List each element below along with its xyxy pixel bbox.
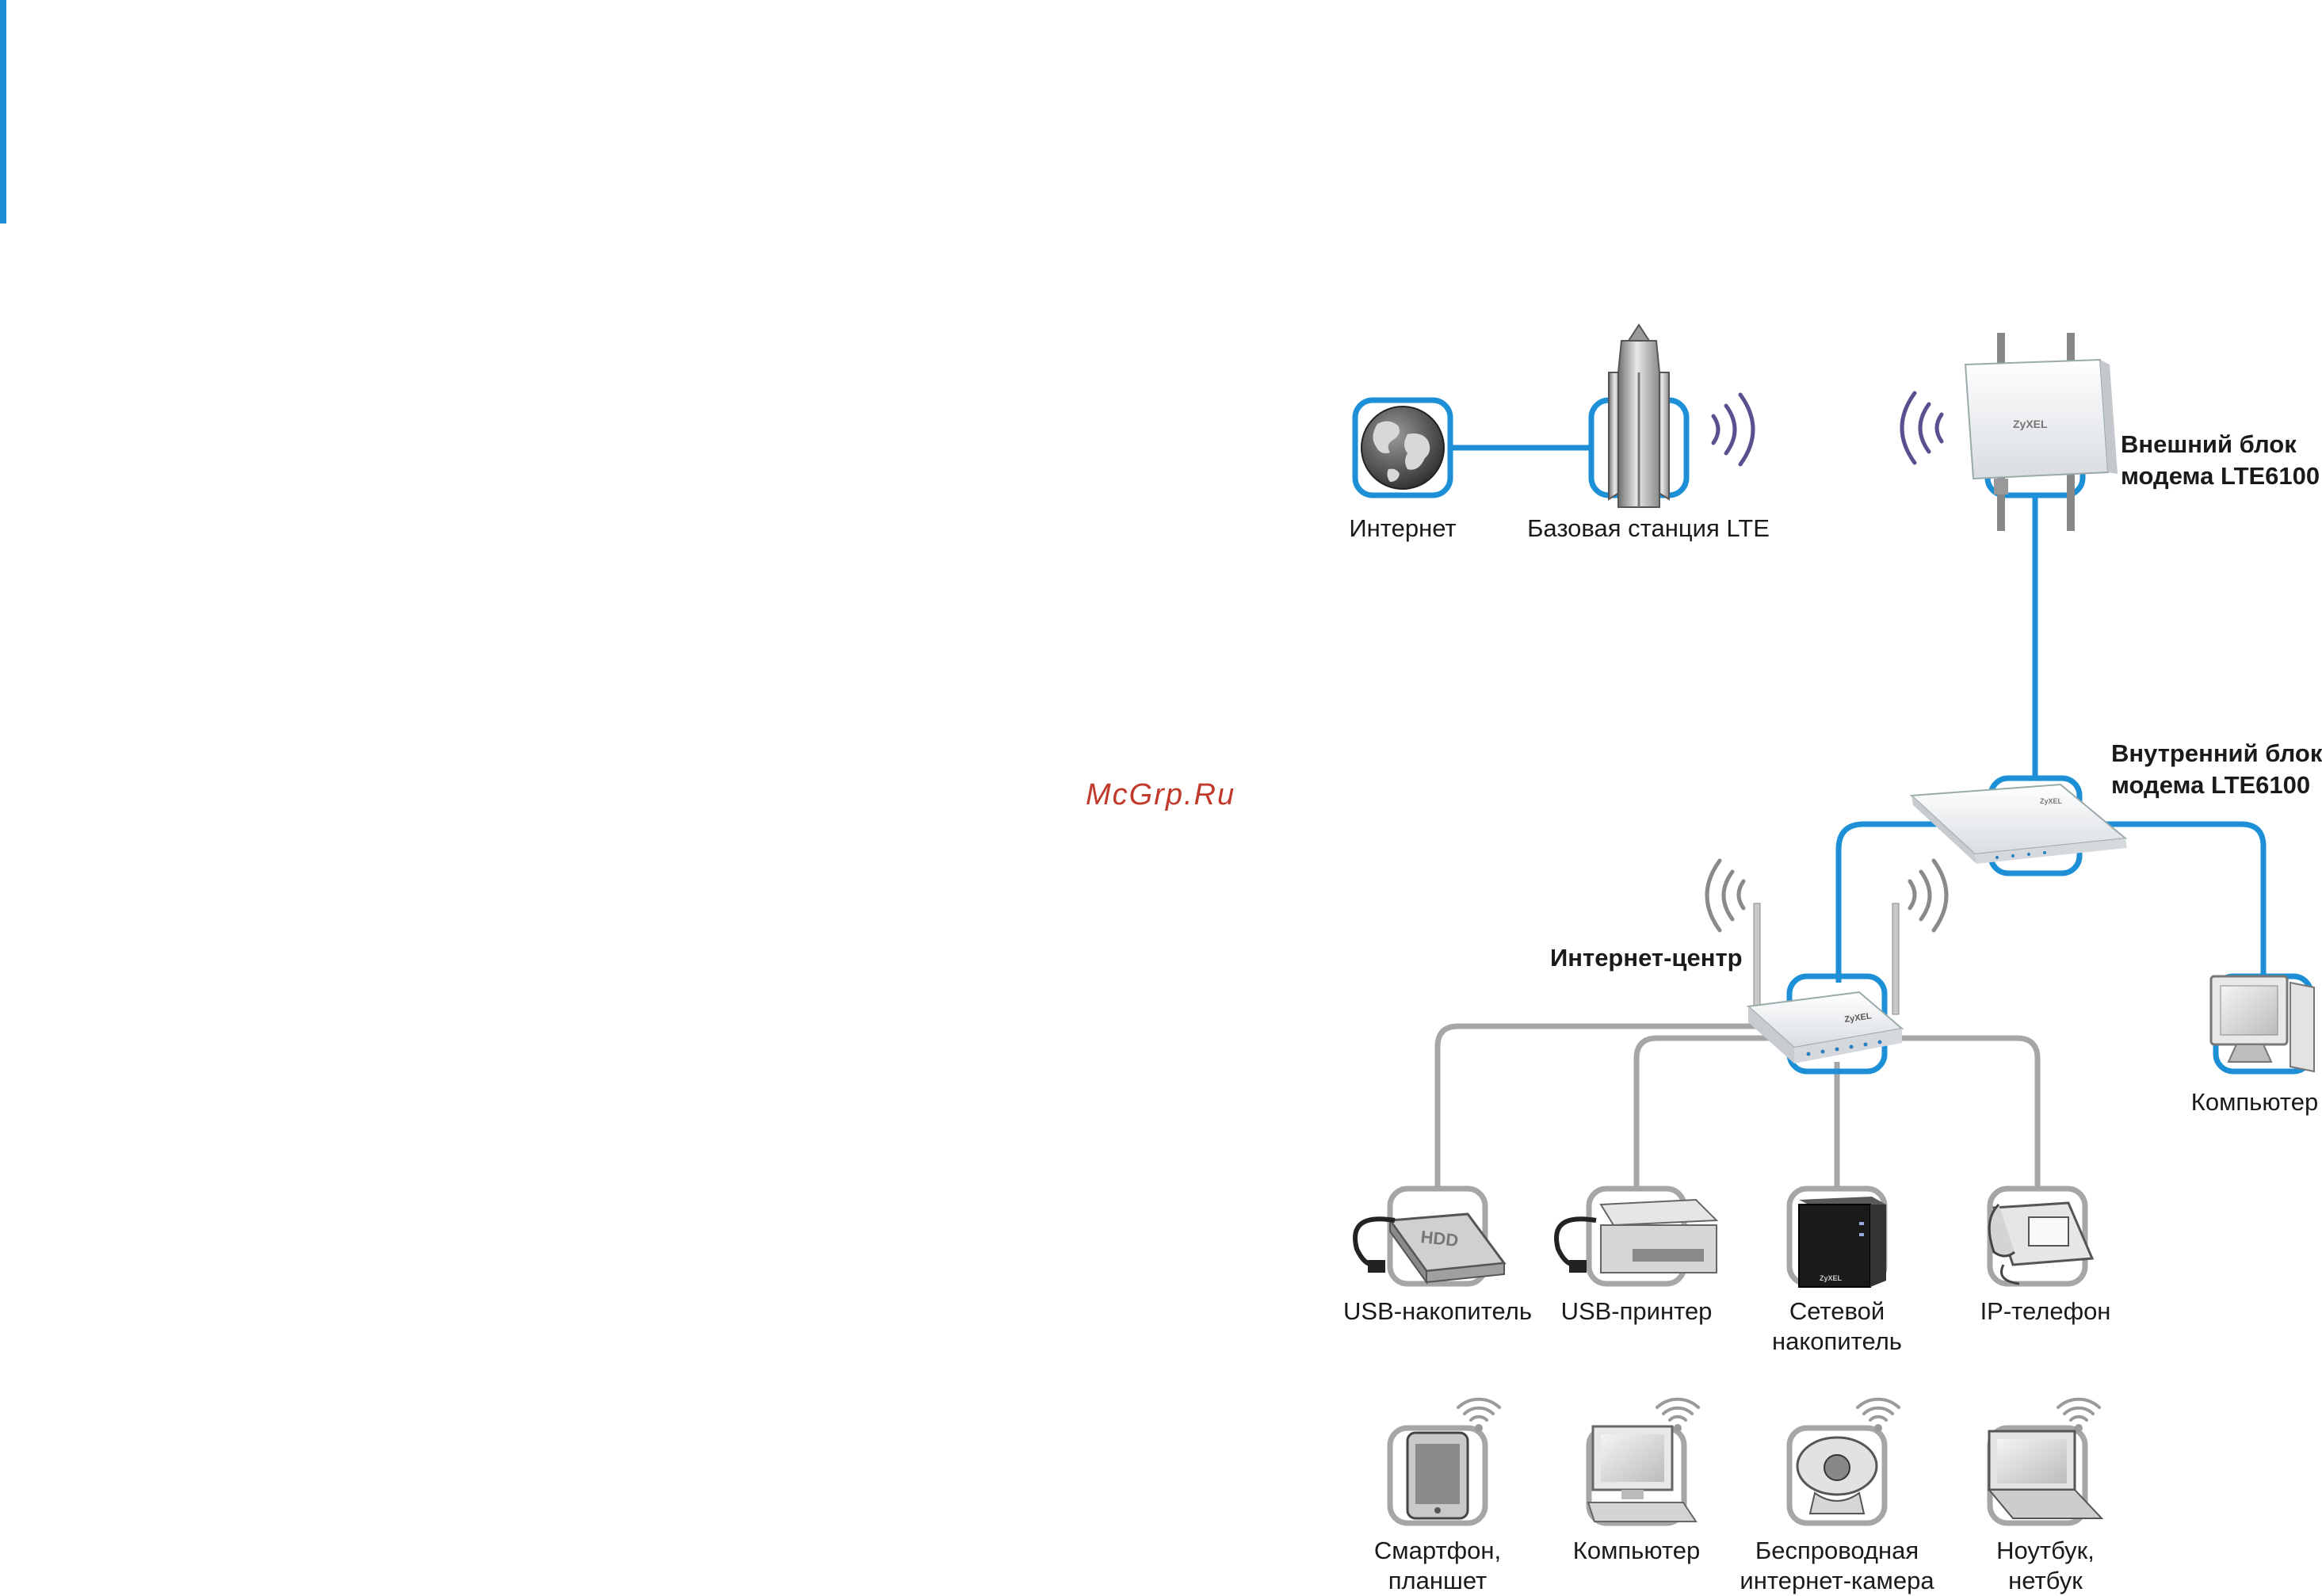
label-camera-line2: интернет-камера xyxy=(1734,1566,1940,1596)
indoor-unit-icon xyxy=(1911,785,2127,864)
label-camera-line1: Беспроводная xyxy=(1734,1536,1940,1566)
label-internet-center: Интернет-центр xyxy=(1550,943,1743,973)
label-computer-wifi: Компьютер xyxy=(1557,1536,1716,1566)
hdd-label: HDD xyxy=(1419,1227,1459,1250)
link-router-to-usb-storage xyxy=(1438,1026,1767,1189)
label-outdoor-unit-line2: модема LTE6100 xyxy=(2121,461,2320,491)
router-wifi-waves-right-icon xyxy=(1910,861,1946,930)
outdoor-unit-brand: ZyXEL xyxy=(2013,418,2048,430)
label-usb-printer: USB-принтер xyxy=(1557,1296,1716,1327)
label-nas-line1: Сетевой xyxy=(1758,1296,1916,1327)
label-outdoor-unit-line1: Внешний блок xyxy=(2121,430,2297,460)
outdoor-unit-icon xyxy=(1965,333,2118,531)
lte-tower-icon xyxy=(1609,325,1669,507)
link-router-to-usb-printer xyxy=(1636,1038,1783,1189)
watermark: McGrp.Ru xyxy=(1086,778,1235,812)
computer-right-icon xyxy=(2211,976,2314,1071)
label-smartphone-line1: Смартфон, xyxy=(1358,1536,1517,1566)
camera-icon xyxy=(1797,1438,1877,1514)
label-laptop-line2: нетбук xyxy=(1966,1566,2125,1596)
label-computer-right: Компьютер xyxy=(2187,1087,2322,1117)
outdoor-wifi-waves-icon xyxy=(1902,393,1942,463)
globe-icon xyxy=(1362,407,1444,489)
link-indoor-to-computer xyxy=(2104,824,2263,976)
label-indoor-unit-line1: Внутренний блок xyxy=(2111,739,2322,769)
nas-brand: ZyXEL xyxy=(1820,1274,1843,1282)
label-lte-base-station: Базовая станция LTE xyxy=(1506,514,1791,544)
nas-icon xyxy=(1799,1197,1886,1287)
label-usb-storage: USB-накопитель xyxy=(1342,1296,1533,1327)
indoor-unit-brand: ZyXEL xyxy=(2040,797,2063,805)
lan-links xyxy=(1438,1026,2037,1189)
label-nas-line2: накопитель xyxy=(1758,1327,1916,1357)
computer-wifi-icon xyxy=(1588,1426,1696,1522)
label-indoor-unit-line2: модема LTE6100 xyxy=(2111,770,2310,800)
usb-storage-icon xyxy=(1355,1214,1504,1282)
label-smartphone-line2: планшет xyxy=(1358,1566,1517,1596)
router-wifi-waves-left-icon xyxy=(1707,861,1743,930)
label-ip-phone: IP-телефон xyxy=(1966,1296,2125,1327)
wifi-waves-icon xyxy=(1713,395,1753,464)
label-laptop-line1: Ноутбук, xyxy=(1966,1536,2125,1566)
smartphone-icon xyxy=(1407,1433,1468,1518)
link-router-to-ip-phone xyxy=(1894,1038,2037,1189)
usb-printer-icon xyxy=(1556,1200,1717,1273)
label-internet: Интернет xyxy=(1323,514,1482,544)
ip-phone-icon xyxy=(1989,1203,2092,1284)
